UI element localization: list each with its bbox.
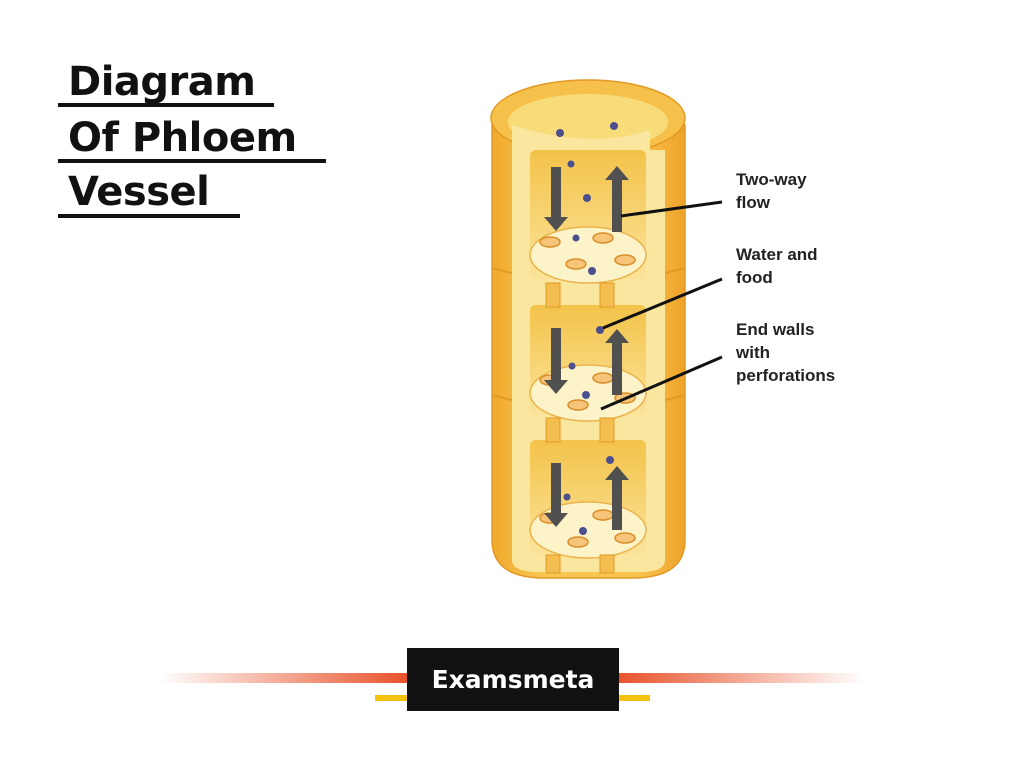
title-underline-2 (58, 159, 326, 163)
sieve-plate-3 (529, 501, 647, 559)
down-arrow-icon (544, 463, 568, 527)
flow-arrows (544, 166, 629, 530)
leader-line-flow (620, 200, 723, 218)
down-arrow-icon (544, 328, 568, 394)
leader-line-water-food (602, 277, 723, 330)
cutaway-interior (512, 125, 665, 574)
callout-lines (600, 200, 723, 411)
up-arrow-icon (605, 466, 629, 530)
title-line-2: Of Phloem (68, 115, 297, 161)
up-arrow-icon (605, 166, 629, 232)
up-arrow-icon (605, 329, 629, 395)
brand-stripe-right (614, 673, 864, 683)
label-end-walls: End walls with perforations (736, 320, 836, 385)
brand-logo: Examsmeta (407, 648, 619, 711)
label-water-and-food: Water and food (736, 245, 818, 287)
title-underline-3 (58, 214, 240, 218)
brand-name: Examsmeta (431, 665, 595, 694)
down-arrow-icon (544, 167, 568, 231)
label-two-way-flow: Two-way flow (736, 170, 807, 212)
water-food-particles (556, 122, 618, 535)
leader-line-end-walls (600, 355, 723, 411)
brand-stripe-left (160, 673, 410, 683)
title-line-1: Diagram (68, 59, 256, 105)
title-line-3: Vessel (68, 169, 210, 215)
title-underline-1 (58, 103, 274, 107)
